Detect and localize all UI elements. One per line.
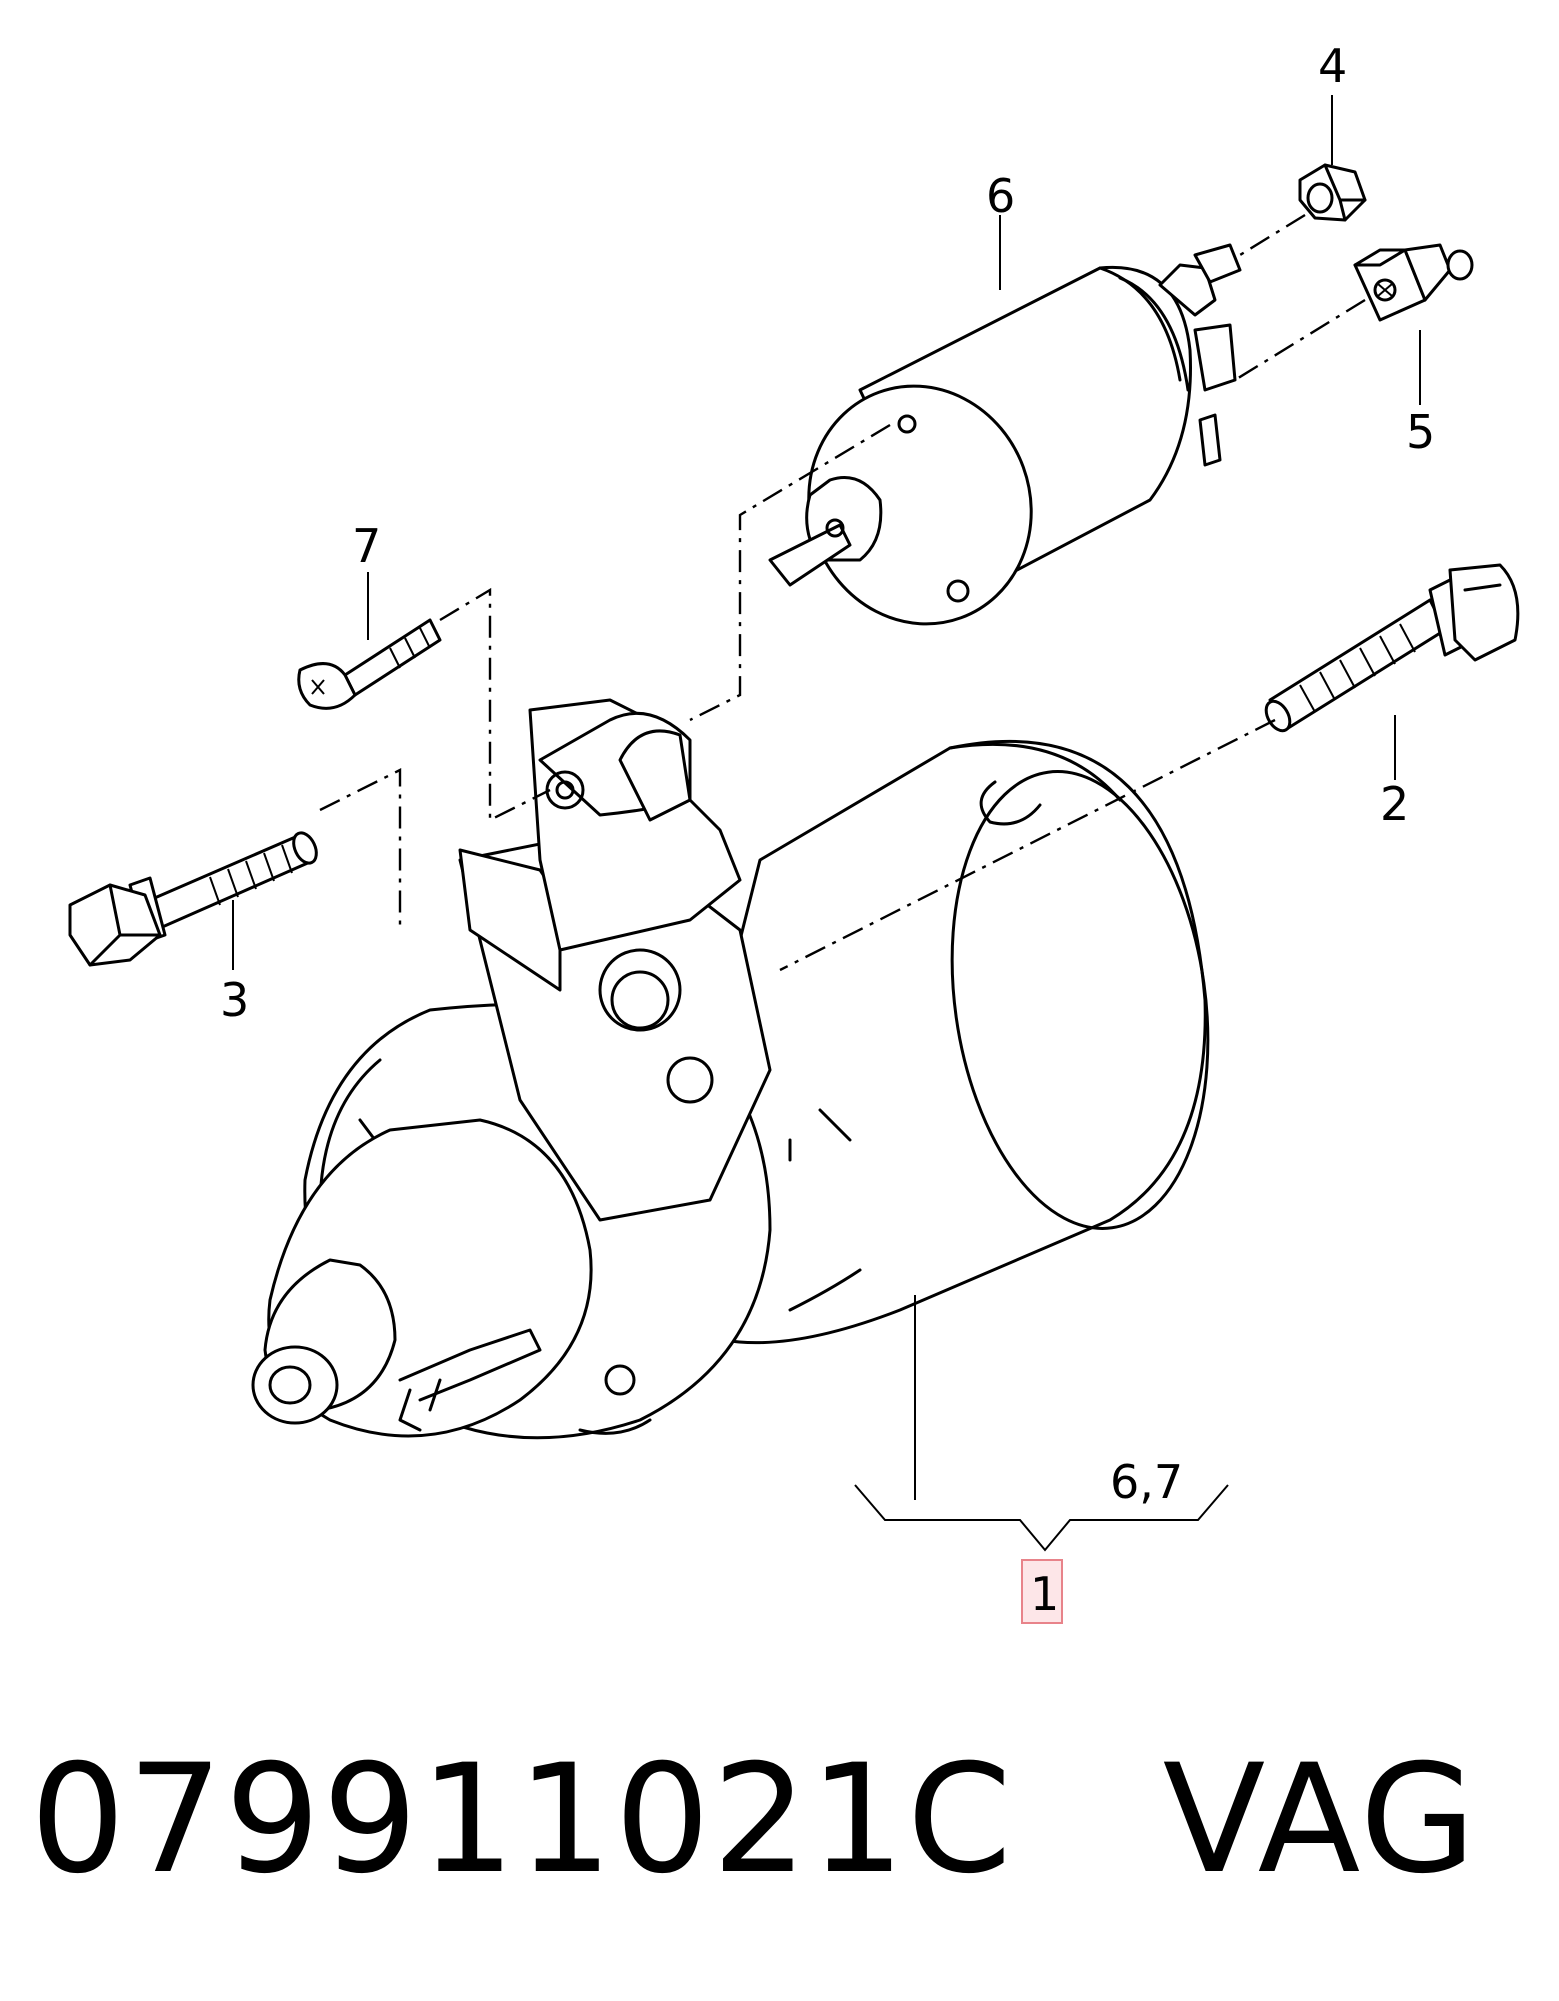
bolt-2-drawing bbox=[1264, 563, 1520, 733]
brand: VAG bbox=[1162, 1733, 1478, 1907]
callout-1: 1 bbox=[1030, 1567, 1059, 1621]
leader-lines bbox=[232, 95, 1421, 1552]
callout-2: 2 bbox=[1380, 777, 1409, 831]
part-number-caption: 079911021C VAG bbox=[30, 1745, 1478, 1895]
callout-4: 4 bbox=[1318, 39, 1347, 93]
bolt-3-drawing bbox=[68, 831, 318, 967]
connector-5-drawing bbox=[1353, 243, 1474, 322]
callout-3: 3 bbox=[220, 973, 249, 1027]
nut-4-drawing bbox=[1298, 163, 1367, 222]
starter-motor-drawing bbox=[251, 698, 1210, 1440]
callout-6: 6 bbox=[986, 169, 1015, 223]
assembly-lines bbox=[319, 213, 1366, 972]
part-number: 079911021C bbox=[30, 1733, 1014, 1907]
callout-5: 5 bbox=[1406, 405, 1435, 459]
highlight-box-1 bbox=[1021, 1559, 1063, 1624]
screw-7-drawing bbox=[297, 618, 442, 710]
callout-group-6-7: 6,7 bbox=[1110, 1455, 1183, 1509]
callout-7: 7 bbox=[352, 519, 381, 573]
solenoid-drawing bbox=[768, 243, 1242, 626]
